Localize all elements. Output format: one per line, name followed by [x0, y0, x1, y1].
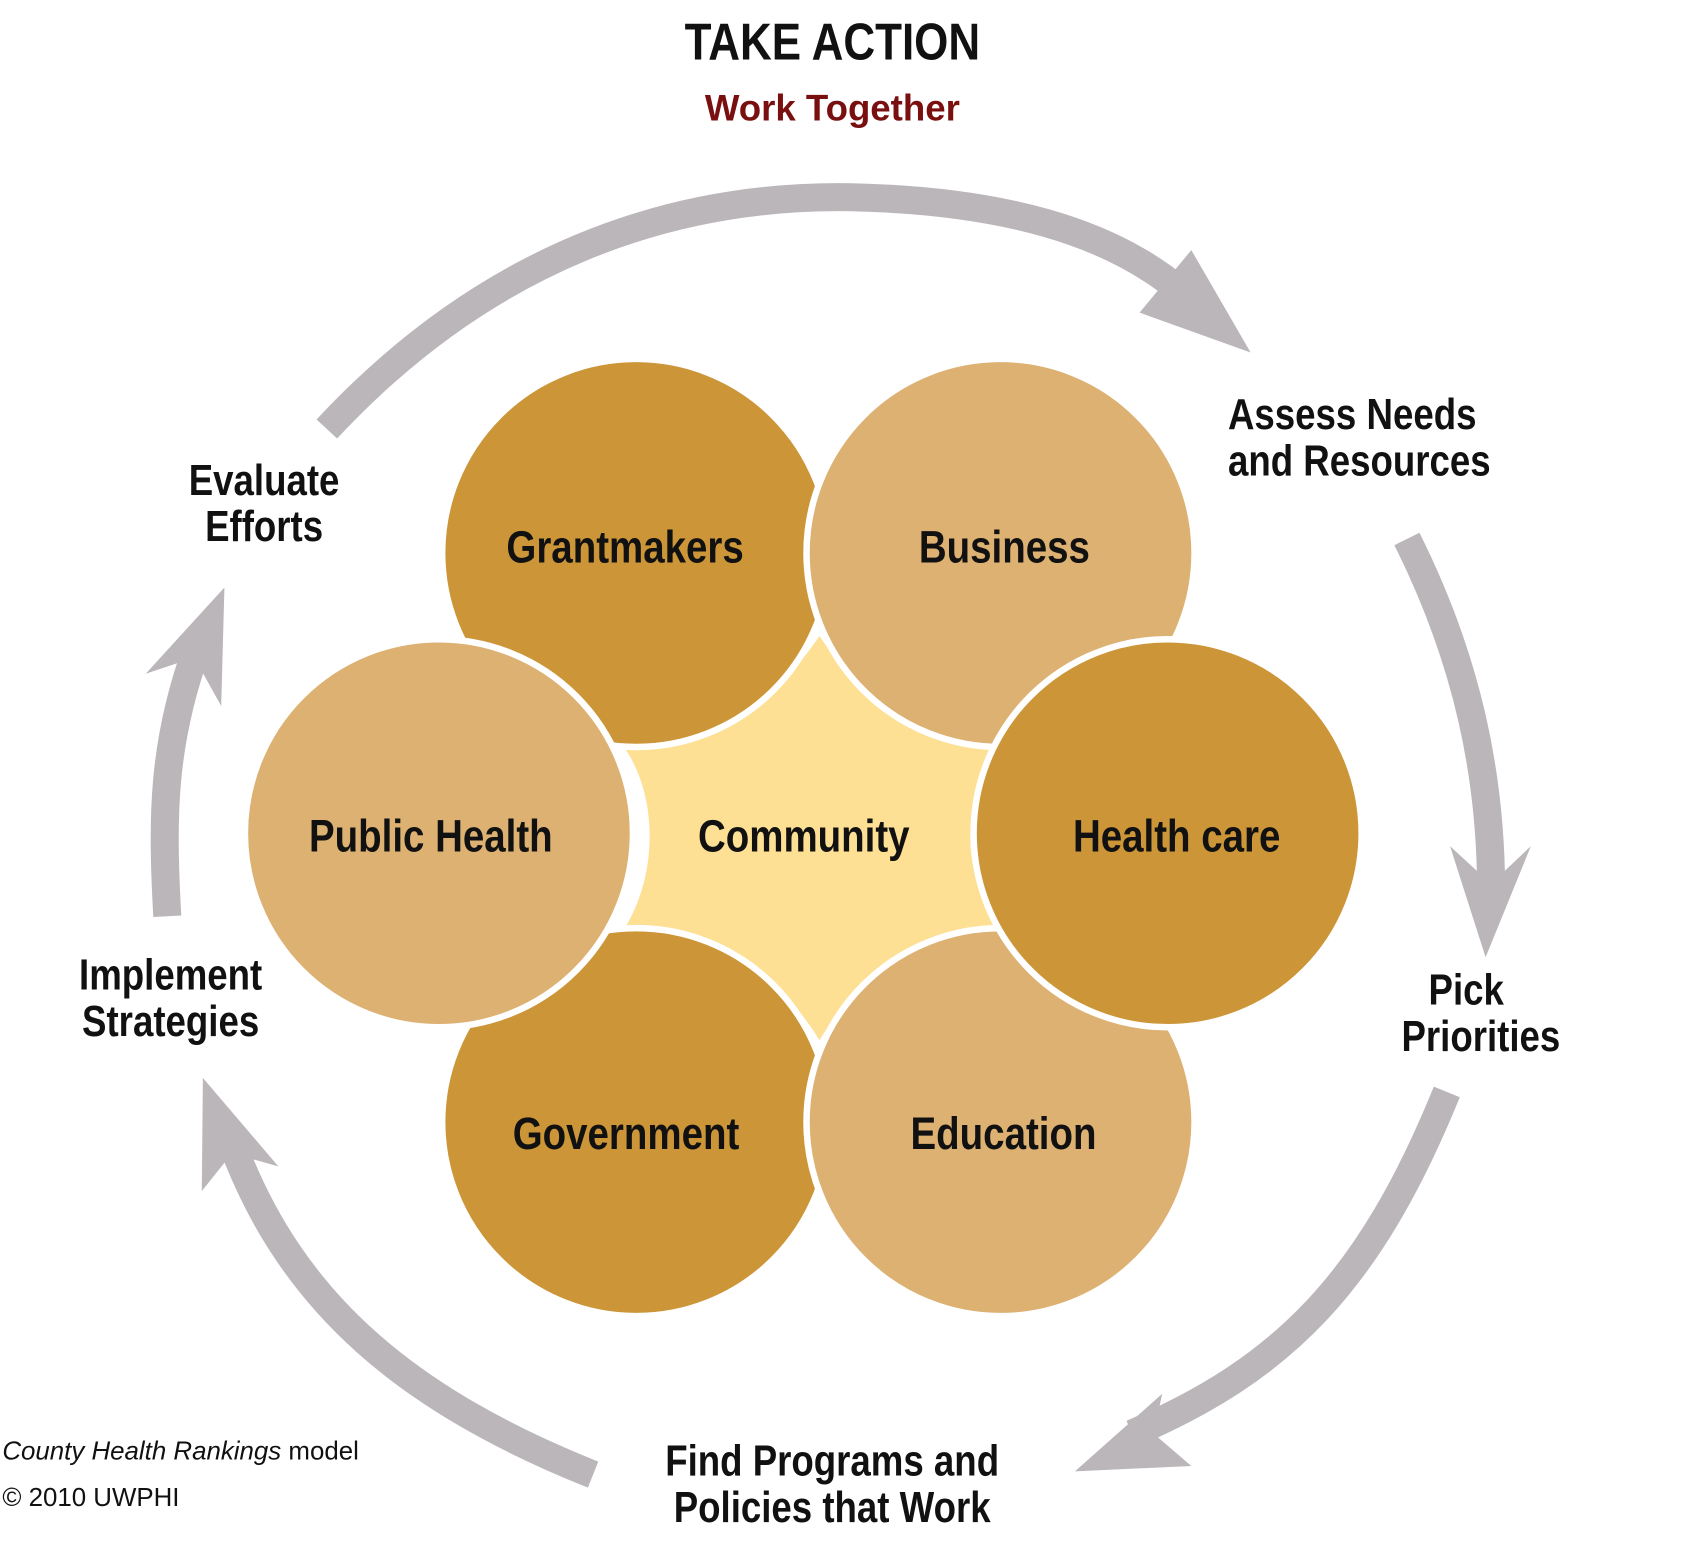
- label-business: Business: [919, 522, 1090, 573]
- label-grantmakers: Grantmakers: [506, 522, 743, 573]
- footer-model: model: [281, 1438, 359, 1466]
- arrow-pick-to-find: [1074, 1086, 1460, 1472]
- arrow-find-to-implement: [201, 1077, 599, 1488]
- footer-credit: County Health Rankings model: [2, 1438, 358, 1466]
- step-implement-line2: Strategies: [82, 998, 259, 1045]
- step-evaluate-line1: Evaluate: [189, 457, 340, 504]
- step-assess-line1: Assess Needs: [1228, 391, 1476, 438]
- diagram-subtitle: Work Together: [705, 88, 960, 129]
- community-center-shape: [625, 635, 1003, 1041]
- arrow-implement-to-evaluate: [145, 587, 225, 918]
- step-find-line2: Policies that Work: [674, 1484, 992, 1531]
- step-pick-line1: Pick: [1429, 967, 1505, 1014]
- step-implement-line1: Implement: [79, 952, 262, 999]
- step-evaluate-line2: Efforts: [205, 503, 323, 550]
- label-government: Government: [513, 1108, 740, 1159]
- circle-public-health: [241, 635, 637, 1031]
- label-health-care: Health care: [1073, 811, 1280, 862]
- label-community: Community: [698, 811, 910, 862]
- step-pick-line2: Priorities: [1401, 1013, 1560, 1060]
- circle-health-care: [970, 635, 1365, 1031]
- step-assess-line2: and Resources: [1228, 438, 1491, 485]
- footer-italic: County Health Rankings: [2, 1438, 281, 1466]
- diagram-title: TAKE ACTION: [685, 14, 981, 71]
- footer-copyright: © 2010 UWPHI: [2, 1484, 179, 1512]
- circles: [241, 355, 1365, 1320]
- arrow-evaluate-to-assess: [316, 183, 1251, 439]
- step-find-line1: Find Programs and: [665, 1438, 999, 1485]
- arrow-assess-to-pick: [1394, 532, 1531, 958]
- label-education: Education: [911, 1108, 1097, 1159]
- label-public-health: Public Health: [309, 811, 553, 862]
